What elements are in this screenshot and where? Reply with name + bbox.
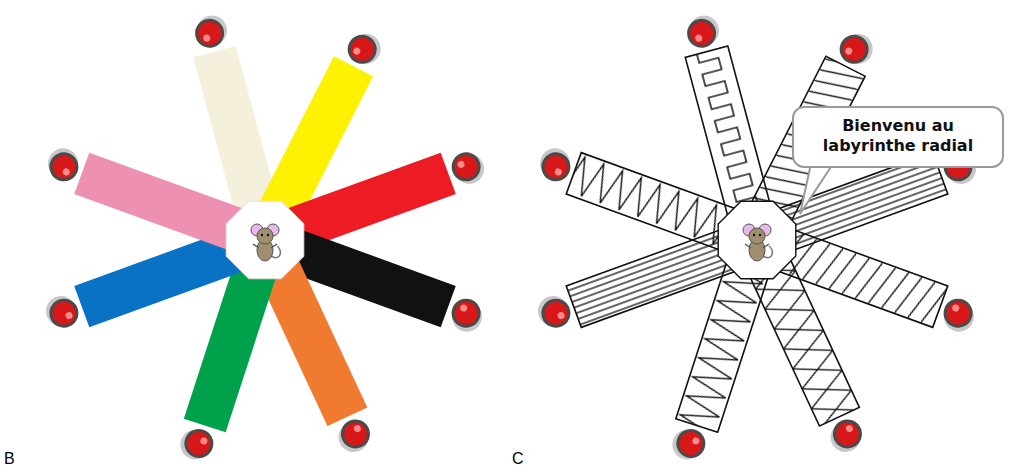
maze-arm (258, 258, 383, 459)
mouse-icon (743, 224, 772, 261)
bubble-text: Bienvenu au labyrinthe radial (808, 116, 988, 156)
maze-arm (750, 258, 875, 459)
center-platform (702, 185, 812, 295)
panel-letter: B (4, 450, 15, 468)
speech-bubble: Bienvenu au labyrinthe radial (792, 106, 1004, 168)
panel-letter: C (512, 450, 524, 468)
center-platform (210, 185, 320, 295)
maze-arm (676, 11, 771, 217)
maze-arm (665, 262, 769, 467)
maze-arm (40, 230, 244, 340)
maze-arm (286, 140, 490, 250)
maze-arm (173, 262, 277, 467)
patterned-radial-maze (532, 11, 981, 466)
maze-arm (184, 11, 279, 217)
maze-arm (532, 230, 736, 340)
colored-radial-maze (40, 11, 489, 466)
mouse-icon (251, 224, 280, 261)
maze-arm (40, 140, 244, 250)
maze-arm (532, 140, 736, 250)
